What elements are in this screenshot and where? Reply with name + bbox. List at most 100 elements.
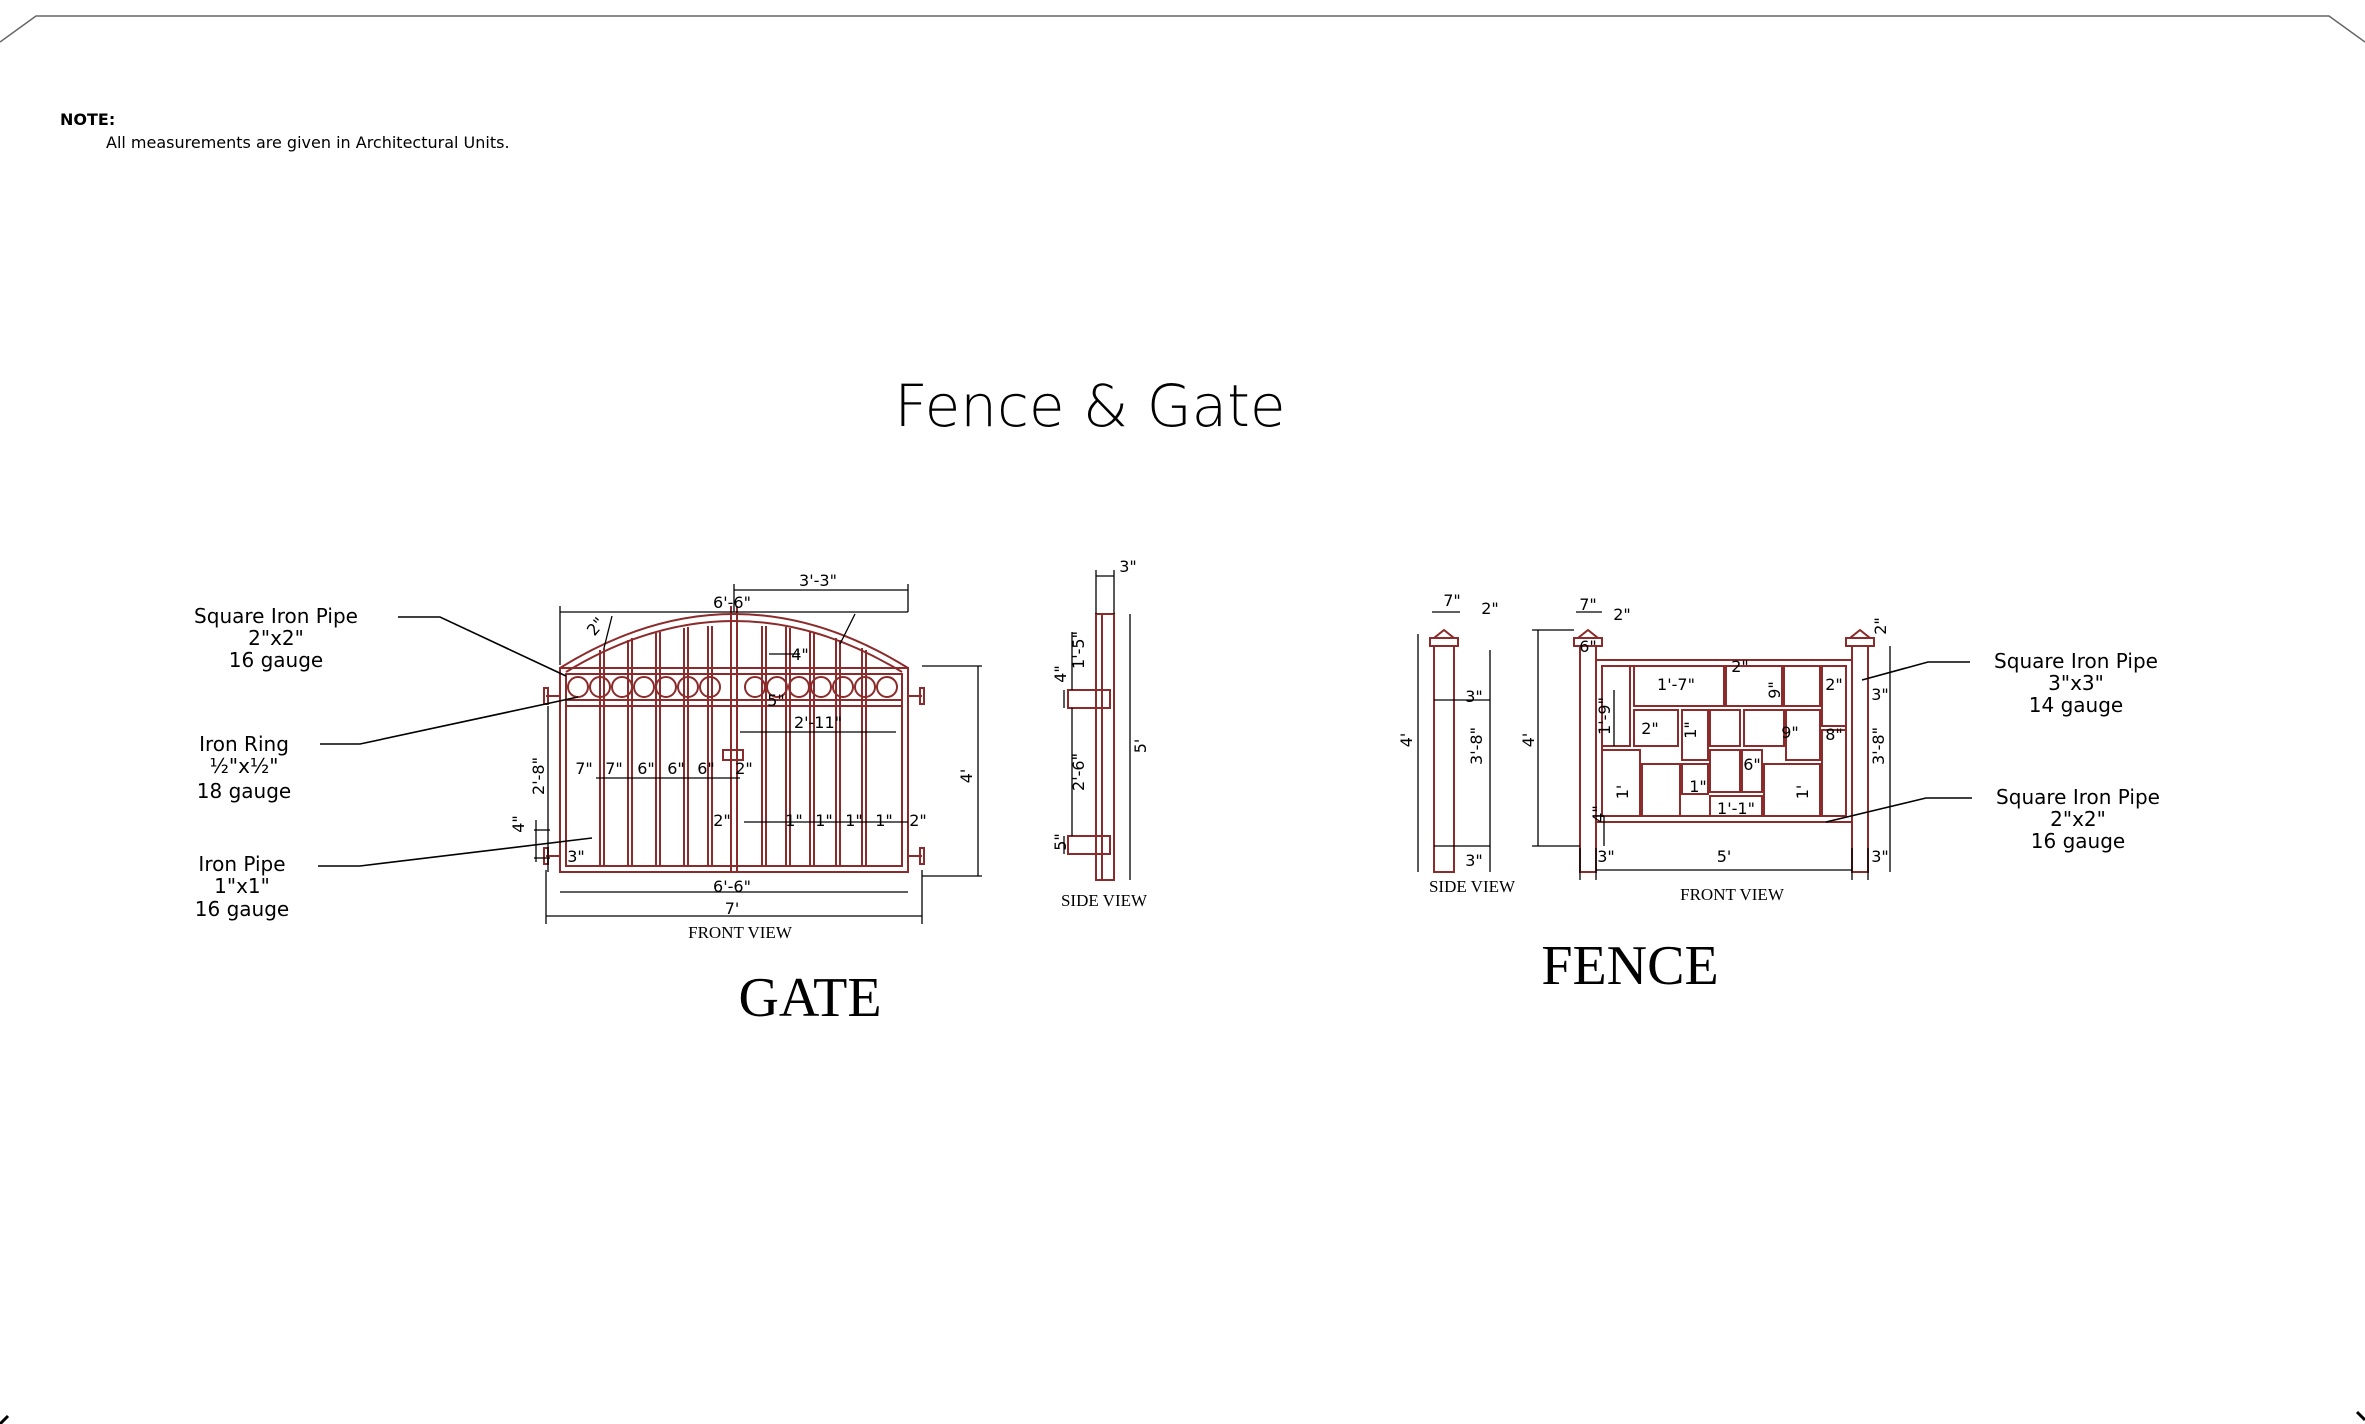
fence-side-post	[1433, 645, 1455, 873]
gate-front-view-label: FRONT VIEW	[688, 923, 793, 942]
gate-spacing: 1"	[785, 811, 803, 830]
fence-side-top: 3"	[1465, 687, 1483, 706]
fence-dim-panel-2b: 2"	[1825, 675, 1843, 694]
gate-side-top: 3"	[1119, 557, 1137, 576]
gate-dim-ring-offset: 4"	[791, 645, 809, 664]
callout-size: 1"x1"	[214, 874, 270, 898]
gate-dim-left-small: 4"	[509, 815, 528, 833]
callout-gauge: 18 gauge	[197, 779, 291, 803]
fence-side-inner: 3'-8"	[1467, 727, 1486, 765]
fence-dim-right-3: 3"	[1871, 685, 1889, 704]
fence-dim-panel-2: 2"	[1731, 657, 1749, 676]
callout-size: 2"x2"	[2050, 807, 2106, 831]
gate-title: GATE	[738, 967, 881, 1029]
fence-callouts: Square Iron Pipe 3"x3" 14 gauge Square I…	[1994, 649, 2160, 853]
gate-dim-arch-width: 6'-6"	[713, 593, 751, 612]
gate-side-hinge-dim: 4"	[1051, 665, 1070, 683]
fence-dim-small-1: 1"	[1681, 721, 1700, 739]
fence-dim-inner-1: 1"	[1689, 777, 1707, 796]
gate-dimensions	[534, 584, 982, 924]
fence-side-cap-top	[1431, 628, 1457, 639]
fence-dim-cap-width: 7"	[1579, 595, 1597, 614]
gate-dim-inner-height: 2'-8"	[529, 757, 548, 795]
gate-dim-bottom-width: 6'-6"	[713, 877, 751, 896]
gate-spacing: 6"	[667, 759, 685, 778]
callout-gauge: 16 gauge	[195, 897, 289, 921]
gate-spacing: 2"	[909, 811, 927, 830]
fence-dim-right-1: 1'	[1793, 785, 1812, 800]
gate-dim-bottom-small: 3"	[567, 847, 585, 866]
callout-name: Square Iron Pipe	[1996, 785, 2160, 809]
gate-spacing: 6"	[697, 759, 715, 778]
gate-bars-right	[761, 626, 867, 866]
gate-latch	[722, 749, 744, 761]
gate-arch	[559, 613, 909, 669]
fence-dim-cap-top: 2"	[1613, 605, 1631, 624]
fence-leader-lines	[1825, 661, 1972, 823]
page-title: Fence & Gate	[894, 372, 1285, 440]
fence-dim-post-width: 6"	[1579, 637, 1597, 656]
gate-iron-rings-left	[567, 676, 721, 698]
fence-side-view-label: SIDE VIEW	[1429, 877, 1516, 896]
fence-dimensions	[1532, 611, 1891, 880]
gate-bars-left	[599, 626, 713, 866]
fence-dim-small-2: 2"	[1641, 719, 1659, 738]
callout-gauge: 16 gauge	[229, 648, 323, 672]
fence-dim-height: 4'	[1519, 733, 1538, 748]
gate-spacing: 2"	[713, 811, 731, 830]
fence-front-view-label: FRONT VIEW	[1680, 885, 1785, 904]
gate-spacing: 1"	[815, 811, 833, 830]
gate-side-post	[1095, 613, 1115, 881]
fence-dim-left-height: 1'-9"	[1595, 697, 1614, 735]
fence-dim-left-post: 3"	[1597, 847, 1615, 866]
gate-side-upper: 1'-5"	[1069, 631, 1088, 669]
gate-side-hinge	[1067, 689, 1111, 709]
callout-name: Square Iron Pipe	[194, 604, 358, 628]
fence-dim-bottom-11: 1'-1"	[1717, 799, 1755, 818]
gate-side-bottom: 5"	[1051, 833, 1070, 851]
gate-frame	[559, 667, 909, 873]
gate-side-view-label: SIDE VIEW	[1061, 891, 1148, 910]
callout-name: Iron Ring	[199, 732, 289, 756]
gate-dim-height: 4'	[957, 769, 976, 784]
fence-side-cap-top-dim: 2"	[1481, 599, 1499, 618]
fence-panel-blocks	[1601, 665, 1847, 817]
gate-callouts: Square Iron Pipe 2"x2" 16 gauge Iron Rin…	[194, 604, 358, 921]
gate-dim-ring-span: 2'-11"	[794, 713, 842, 732]
callout-size: 2"x2"	[248, 626, 304, 650]
gate-side-hinge	[1067, 835, 1111, 855]
callout-gauge: 16 gauge	[2031, 829, 2125, 853]
fence-side-view: 7" 2" 4' 3'-8" 3" 3" SIDE VIEW	[1397, 591, 1516, 896]
fence-panel-frame	[1595, 659, 1853, 823]
fence-post-left	[1579, 645, 1597, 873]
fence-dim-panel-9: 9"	[1765, 681, 1784, 699]
gate-spacing: 1"	[845, 811, 863, 830]
gate-spacing: 6"	[637, 759, 655, 778]
callout-name: Square Iron Pipe	[1994, 649, 2158, 673]
gate-front-view	[543, 606, 925, 873]
gate-dimension-text: 3'-3" 6'-6" 6'-6" 7' 4' 2'-8" 2'-11" 4" …	[509, 571, 976, 918]
fence-dim-small-8: 8"	[1825, 725, 1843, 744]
fence-dim-cap-top-right: 2"	[1871, 617, 1890, 635]
gate-dim-half-width: 3'-3"	[799, 571, 837, 590]
callout-name: Iron Pipe	[198, 852, 285, 876]
fence-dim-panel-top: 1'-7"	[1657, 675, 1695, 694]
fence-dim-right-post: 3"	[1871, 847, 1889, 866]
gate-spacing: 7"	[575, 759, 593, 778]
sheet-corner-mark	[2355, 1410, 2365, 1422]
fence-dim-span: 5'	[1717, 847, 1732, 866]
gate-spacing: 2"	[735, 759, 753, 778]
gate-side-total: 5'	[1131, 739, 1150, 754]
sheet-border	[0, 15, 2365, 43]
gate-leader-lines	[318, 616, 593, 867]
gate-arch-inner	[565, 620, 903, 673]
fence-side-height: 4'	[1397, 733, 1416, 748]
fence-dim-small-6: 6"	[1743, 755, 1761, 774]
gate-spacing: 1"	[875, 811, 893, 830]
fence-dimension-text: 7" 2" 6" 4' 5' 3" 3" 3'-8" 3" 2" 1'-7" 2…	[1519, 595, 1890, 866]
callout-size: 3"x3"	[2048, 671, 2104, 695]
gate-side-middle: 2'-6"	[1069, 753, 1088, 791]
fence-side-cap	[1429, 637, 1459, 647]
note-label: NOTE:	[60, 110, 116, 129]
